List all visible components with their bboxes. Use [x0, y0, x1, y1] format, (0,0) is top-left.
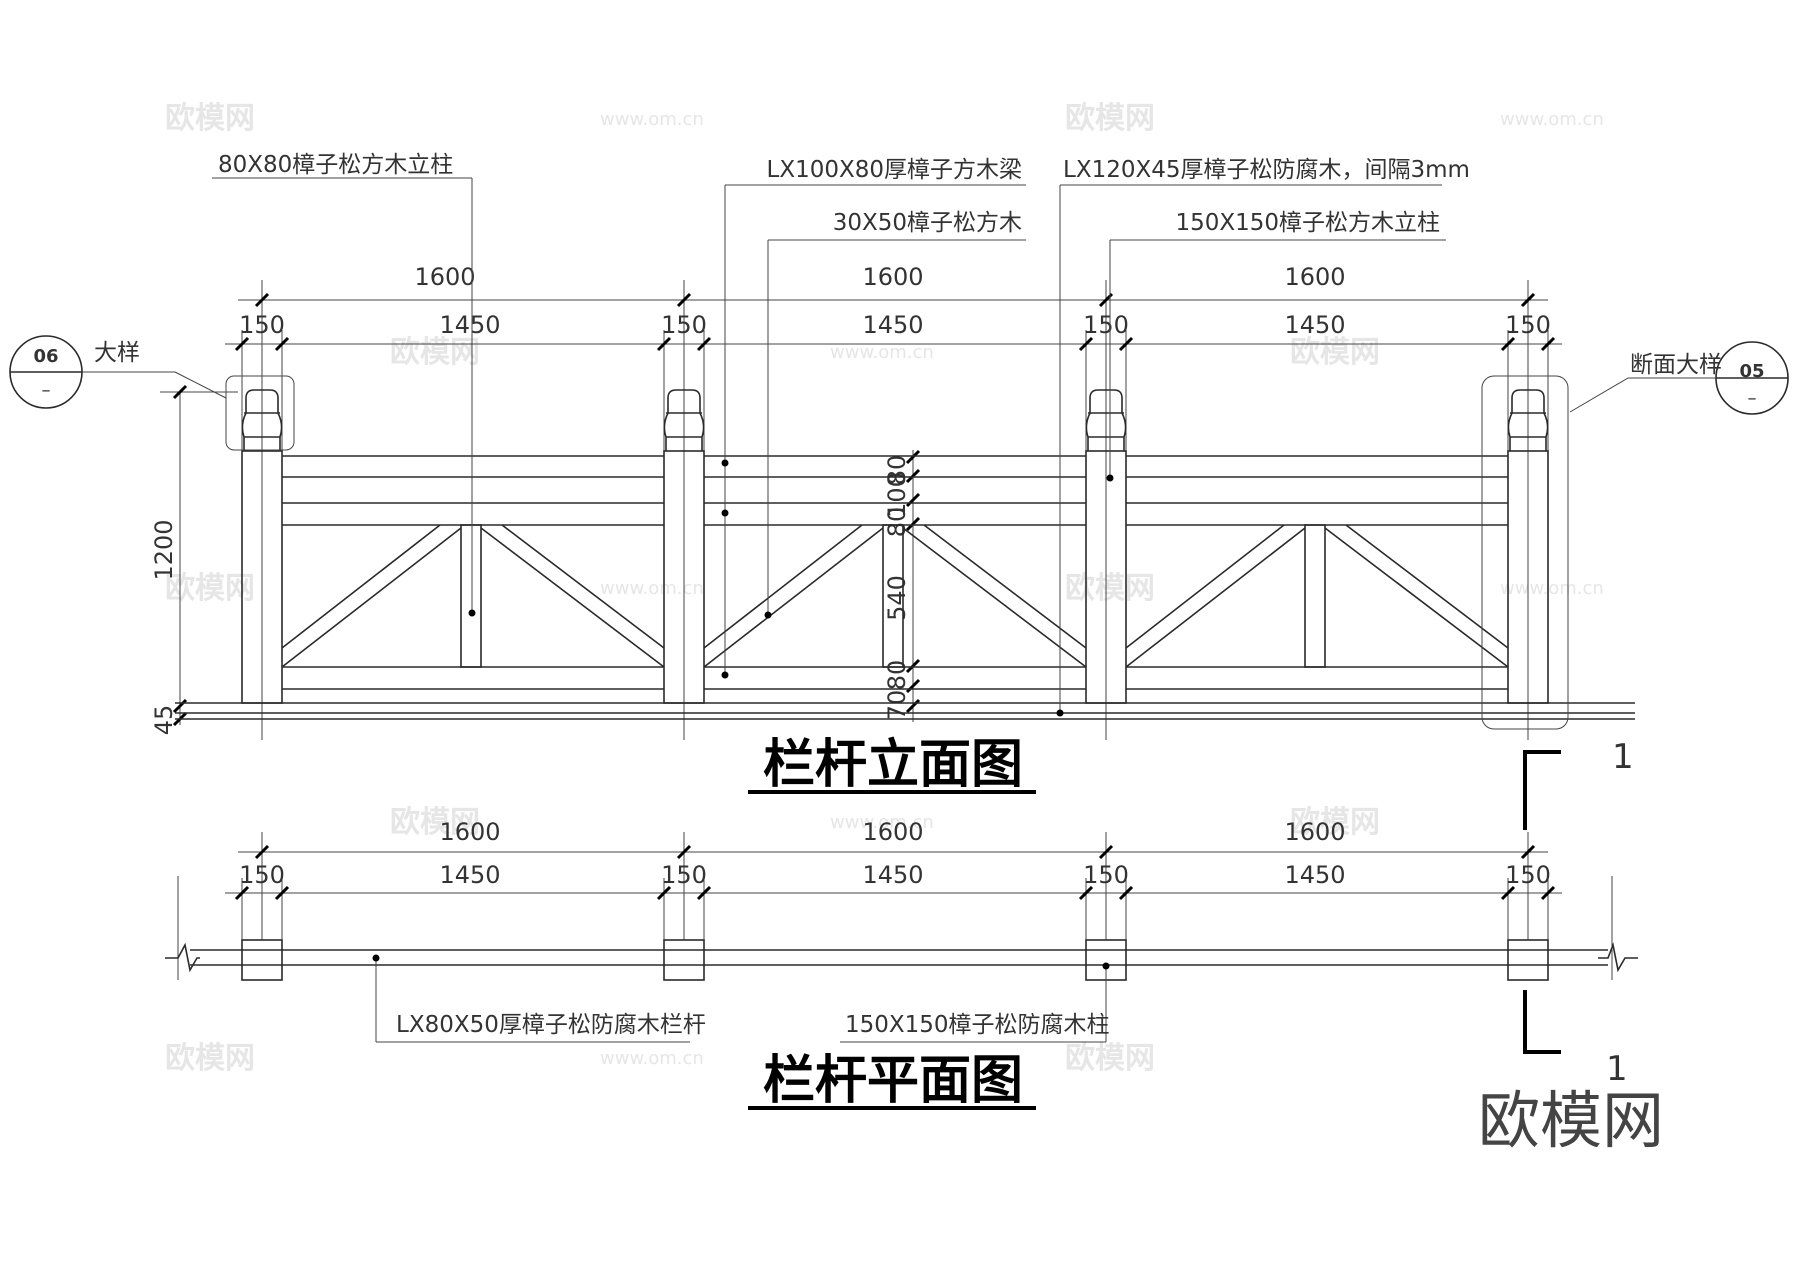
- plan-post-2: [663, 939, 705, 981]
- section-marker: 1 1: [1523, 737, 1634, 1089]
- detail-label-06: 大样: [94, 340, 140, 366]
- post-2: [663, 389, 705, 704]
- post-1: [241, 389, 283, 704]
- section-label-top: 1: [1612, 737, 1634, 777]
- elev-dim-1450: 1450: [439, 311, 500, 339]
- watermark-logo: 欧模网: [1290, 805, 1380, 840]
- watermark-url: www.om.cn: [1500, 109, 1604, 130]
- detail-box-05: [1481, 375, 1569, 730]
- callout-post-large: 150X150樟子松方木立柱: [1175, 210, 1440, 236]
- watermark-logo: 欧模网: [1065, 101, 1155, 136]
- watermark-logo: 欧模网: [165, 1041, 255, 1076]
- plan-dim-1450: 1450: [1284, 861, 1345, 889]
- plan-dim-150: 150: [1083, 861, 1129, 889]
- plan-post-1: [241, 939, 283, 981]
- plan-dim-1600-c: 1600: [1284, 818, 1345, 846]
- watermark-url: www.om.cn: [830, 342, 934, 363]
- watermark-logo: 欧模网: [1290, 335, 1380, 370]
- elev-dim-1600-c: 1600: [1284, 263, 1345, 291]
- plan-dim-1450: 1450: [862, 861, 923, 889]
- elev-dim-1450: 1450: [1284, 311, 1345, 339]
- plan-dim-150: 150: [1505, 861, 1551, 889]
- elev-dim-150: 150: [239, 311, 285, 339]
- elev-vdim-80: 80: [883, 507, 911, 538]
- section-label-bottom: 1: [1606, 1049, 1628, 1089]
- elev-vdim-80: 80: [883, 660, 911, 691]
- detail-number-06: 06: [33, 346, 58, 367]
- plan-callouts: LX80X50厚樟子松防腐木栏杆 150X150樟子松防腐木柱: [372, 954, 1110, 1043]
- post-4: [1507, 389, 1549, 704]
- elevation-railing: [175, 375, 1635, 730]
- watermark-url: www.om.cn: [600, 1048, 704, 1069]
- plan-railing: [165, 939, 1638, 981]
- callout-deck: LX120X45厚樟子松防腐木，间隔3mm: [1063, 157, 1470, 183]
- watermark-layer: 欧模网 www.om.cn 欧模网 www.om.cn 欧模网 www.om.c…: [165, 101, 1604, 1076]
- elevation-title: 栏杆立面图: [763, 735, 1023, 795]
- watermark-logo: 欧模网: [390, 335, 480, 370]
- elev-vdim-80: 80: [883, 455, 911, 486]
- elev-dim-1600-a: 1600: [414, 263, 475, 291]
- post-3: [1085, 389, 1127, 704]
- elev-height-dim: 1200: [150, 519, 178, 580]
- detail-sheet-06: –: [42, 380, 51, 401]
- plan-callout-post: 150X150樟子松防腐木柱: [845, 1012, 1110, 1038]
- plan-dimensions: 1600 1600 1600 150 1450 150 1450 150 145…: [177, 818, 1613, 980]
- elev-dim-1450: 1450: [862, 311, 923, 339]
- elev-vdim-70: 70: [883, 690, 911, 721]
- elev-dim-150: 150: [661, 311, 707, 339]
- plan-callout-rail: LX80X50厚樟子松防腐木栏杆: [396, 1012, 706, 1038]
- callout-post-small: 80X80樟子松方木立柱: [218, 152, 453, 178]
- plan-dim-150: 150: [661, 861, 707, 889]
- detail-label-05: 断面大样: [1630, 352, 1722, 378]
- plan-dim-1600-a: 1600: [439, 818, 500, 846]
- elev-dim-1600-b: 1600: [862, 263, 923, 291]
- watermark-logo: 欧模网: [165, 101, 255, 136]
- elev-base-dim: 45: [150, 705, 178, 736]
- plan-dim-150: 150: [239, 861, 285, 889]
- elev-vdim-540: 540: [883, 575, 911, 621]
- watermark-url: www.om.cn: [1500, 578, 1604, 599]
- callout-brace: 30X50樟子松方木: [833, 210, 1022, 236]
- plan-dim-1600-b: 1600: [862, 818, 923, 846]
- detail-number-05: 05: [1739, 361, 1764, 382]
- elev-dim-150: 150: [1505, 311, 1551, 339]
- watermark-url: www.om.cn: [830, 812, 934, 833]
- watermark-logo: 欧模网: [390, 805, 480, 840]
- watermark-logo: 欧模网: [1065, 1041, 1155, 1076]
- watermark-url: www.om.cn: [600, 578, 704, 599]
- plan-title: 栏杆平面图: [763, 1051, 1023, 1111]
- elev-vdim-100: 100: [883, 472, 911, 518]
- brand-logo: 欧模网: [1478, 1084, 1664, 1157]
- watermark-url: www.om.cn: [600, 109, 704, 130]
- detail-sheet-05: –: [1748, 388, 1757, 409]
- callout-beam: LX100X80厚樟子方木梁: [767, 157, 1023, 183]
- plan-dim-1450: 1450: [439, 861, 500, 889]
- elev-dim-150: 150: [1083, 311, 1129, 339]
- watermark-logo: 欧模网: [1065, 571, 1155, 606]
- detail-box-06: [225, 375, 295, 451]
- elevation-callouts: 80X80樟子松方木立柱 LX100X80厚樟子方木梁 30X50樟子松方木 L…: [9, 152, 1789, 717]
- plan-post-4: [1507, 939, 1549, 981]
- elevation-dimensions: 1600 1600 1600 150 1450 150 1450 150 145…: [150, 263, 1562, 740]
